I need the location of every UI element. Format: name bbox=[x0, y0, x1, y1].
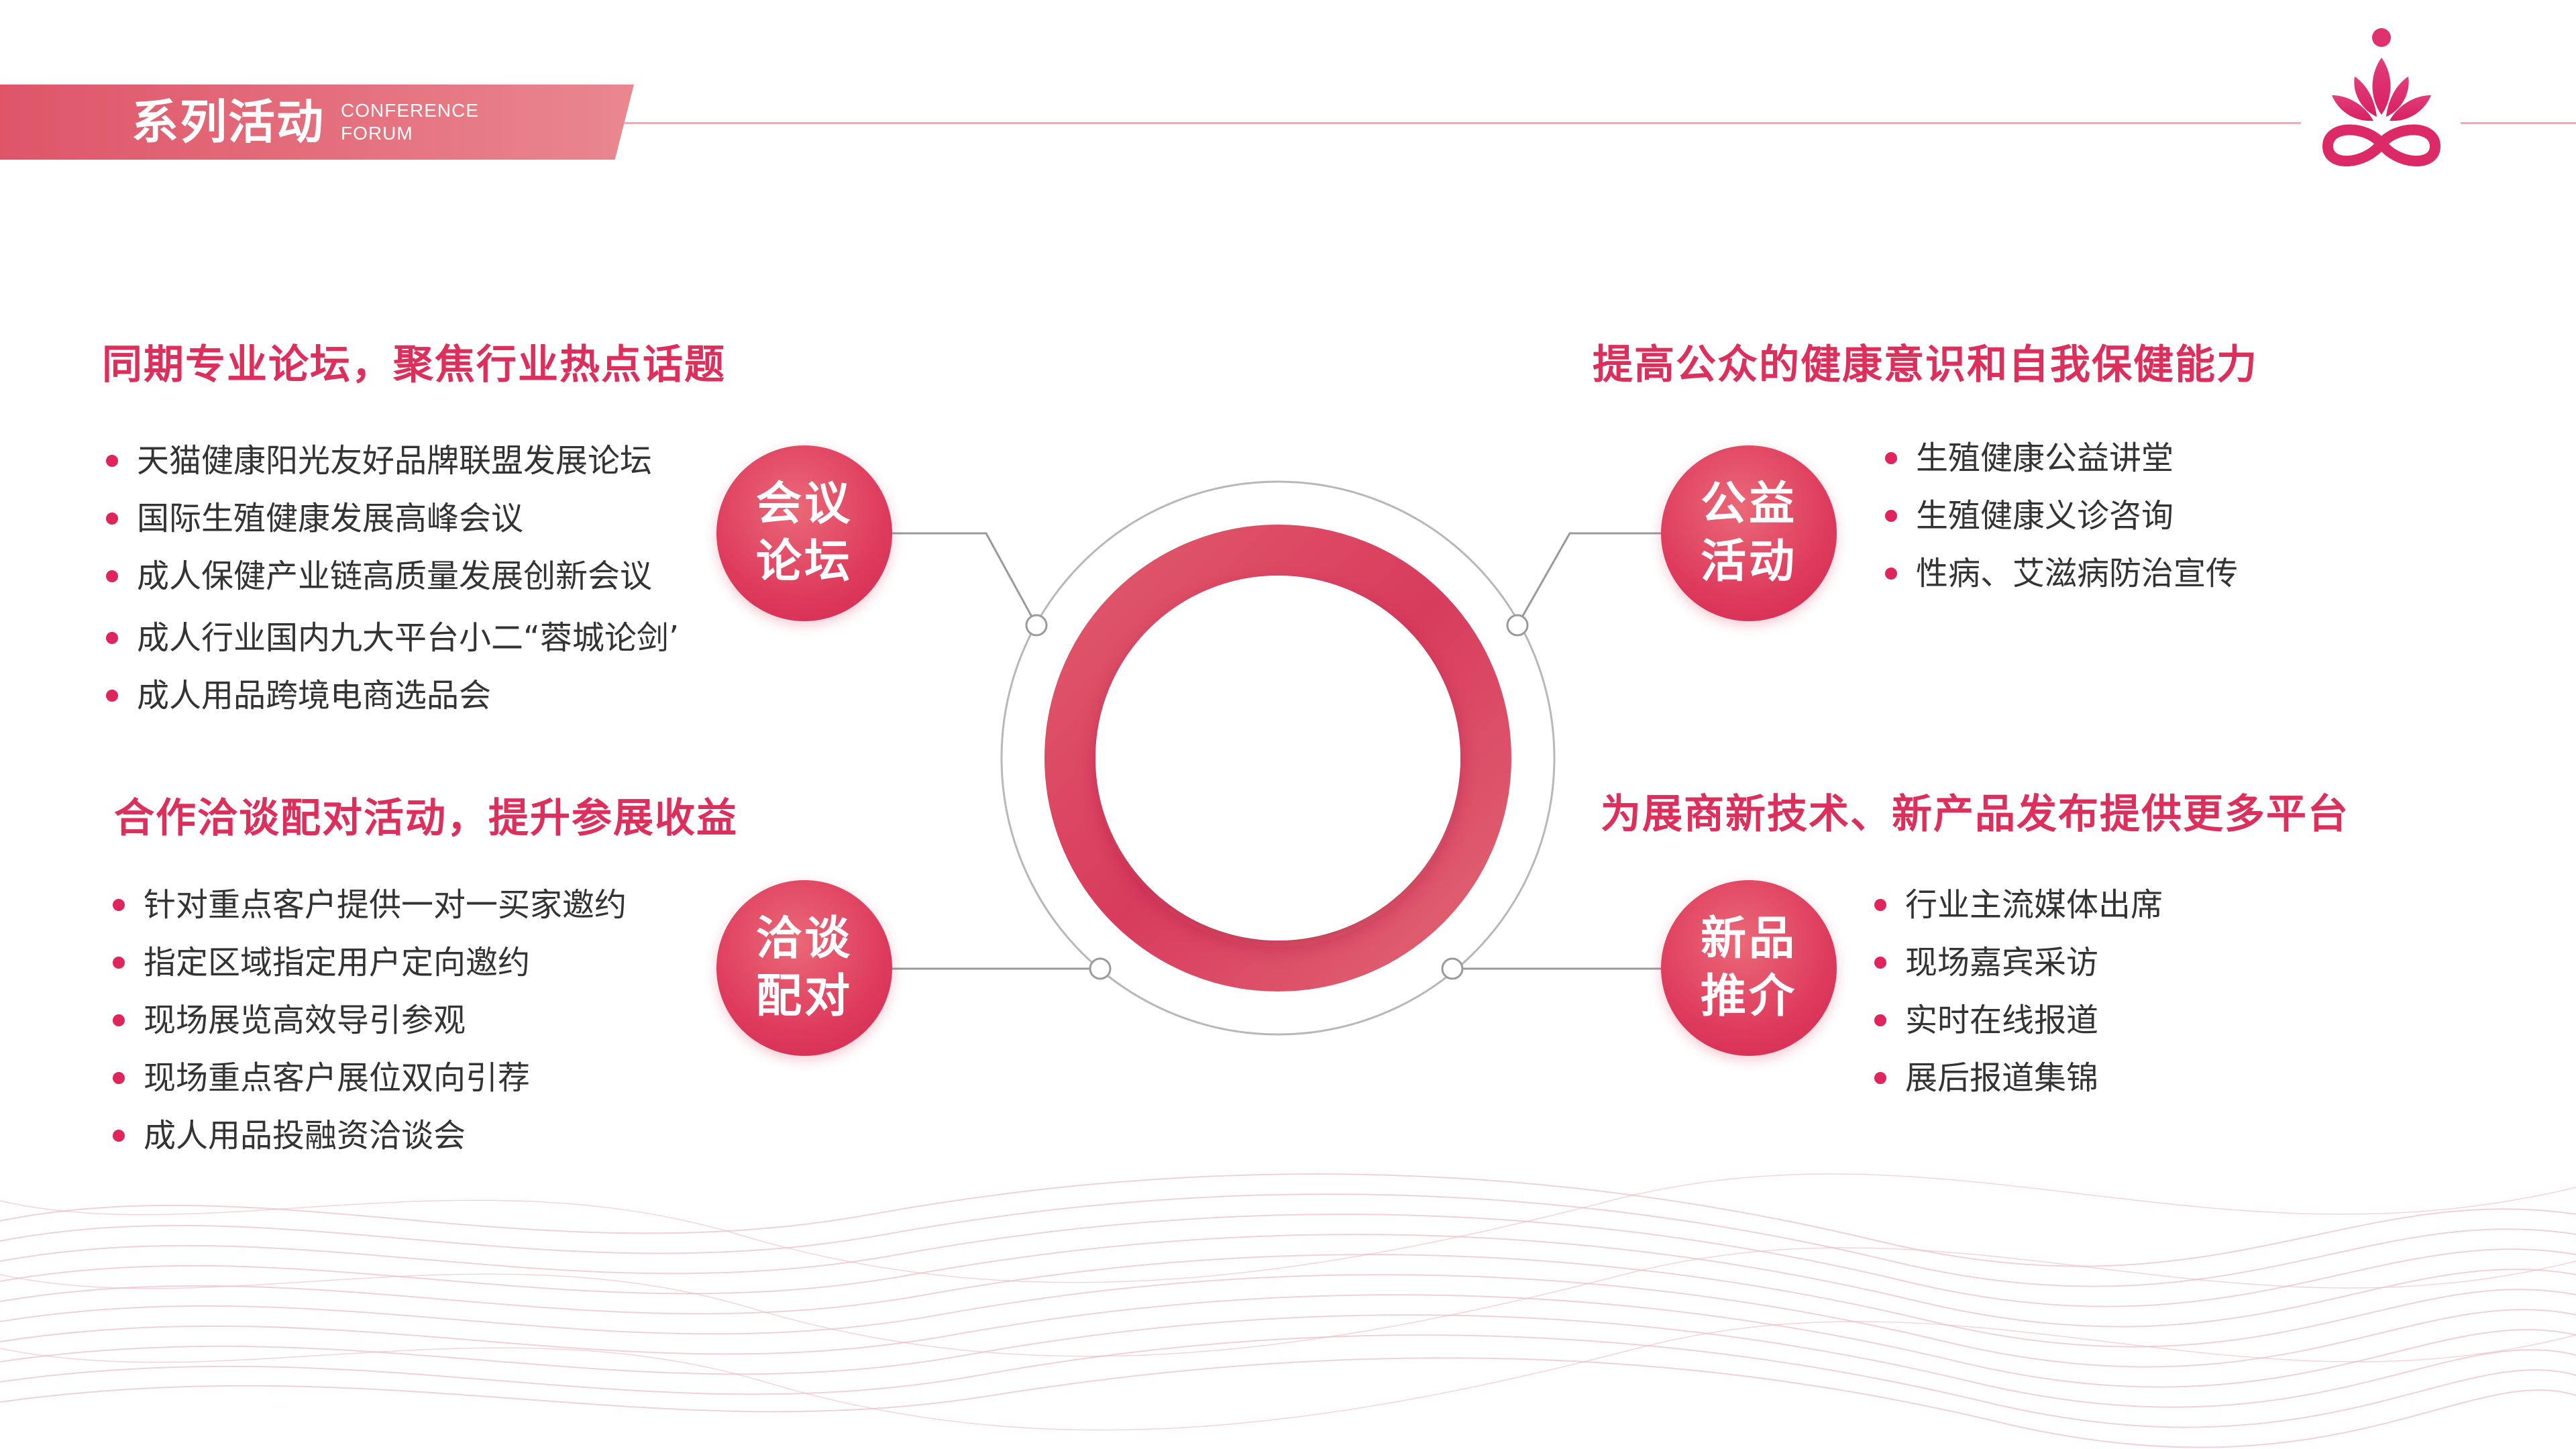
list-item-text: 成人行业国内九大平台小二“蓉城论剑’ bbox=[137, 619, 680, 657]
outer-ring bbox=[1000, 480, 1556, 1036]
list-item-text: 指定区域指定用户定向邀约 bbox=[144, 944, 531, 981]
list-item: 天猫健康阳光友好品牌联盟发展论坛 bbox=[106, 432, 679, 490]
bullet-dot bbox=[106, 513, 118, 525]
bullet-dot bbox=[1885, 568, 1897, 580]
subtitle-line-2: FORUM bbox=[341, 123, 413, 144]
bullet-dot bbox=[1874, 1072, 1886, 1084]
header-divider-right bbox=[2461, 122, 2576, 124]
list-item: 现场嘉宾采访 bbox=[1874, 934, 2163, 991]
bullet-dot bbox=[1874, 957, 1886, 969]
list-item-text: 现场展览高效导引参观 bbox=[144, 1002, 466, 1039]
list-item-text: 生殖健康公益讲堂 bbox=[1916, 439, 2174, 477]
badge-charity: 公益 活动 bbox=[1661, 445, 1837, 621]
badge-text-line1: 会议 bbox=[755, 478, 853, 531]
charity-heading: 提高公众的健康意识和自我保健能力 bbox=[1593, 341, 2258, 388]
decorative-waves bbox=[0, 1173, 2576, 1448]
subtitle-line-1: CONFERENCE bbox=[341, 100, 480, 121]
page-subtitle: CONFERENCE FORUM bbox=[341, 99, 479, 145]
list-item: 成人用品投融资洽谈会 bbox=[113, 1107, 627, 1165]
bullet-dot bbox=[113, 1072, 125, 1084]
node-dot-forum bbox=[1025, 614, 1048, 637]
badge-negotiation: 洽谈 配对 bbox=[716, 880, 892, 1056]
charity-list: 生殖健康公益讲堂 生殖健康义诊咨询 性病、艾滋病防治宣传 bbox=[1885, 429, 2238, 602]
list-item: 成人用品跨境电商选品会 bbox=[106, 667, 679, 724]
negotiation-heading: 合作洽谈配对活动，提升参展收益 bbox=[114, 795, 738, 842]
header-divider bbox=[624, 122, 2301, 124]
connector-charity bbox=[1516, 532, 1664, 626]
page-title: 系列活动 bbox=[131, 95, 325, 150]
bullet-dot bbox=[113, 1130, 125, 1142]
bullet-dot bbox=[113, 1014, 125, 1026]
bullet-dot bbox=[106, 690, 118, 702]
list-item-text: 现场嘉宾采访 bbox=[1905, 944, 2099, 981]
negotiation-list: 针对重点客户提供一对一买家邀约 指定区域指定用户定向邀约 现场展览高效导引参观 … bbox=[113, 876, 627, 1165]
badge-text-line2: 论坛 bbox=[755, 535, 853, 588]
bullet-dot bbox=[1874, 899, 1886, 911]
badge-launch: 新品 推介 bbox=[1661, 880, 1837, 1056]
node-dot-negotiation bbox=[1089, 957, 1112, 980]
list-item: 展后报道集锦 bbox=[1874, 1049, 2163, 1107]
bullet-dot bbox=[113, 957, 125, 969]
bullet-dot bbox=[106, 632, 118, 644]
badge-text-line2: 推介 bbox=[1700, 970, 1797, 1023]
bullet-dot bbox=[1874, 1014, 1886, 1026]
bullet-dot bbox=[106, 455, 118, 467]
list-item-text: 成人用品跨境电商选品会 bbox=[137, 677, 492, 714]
list-item: 生殖健康公益讲堂 bbox=[1885, 429, 2238, 487]
lotus-infinity-logo bbox=[2322, 28, 2441, 166]
bullet-dot bbox=[106, 570, 118, 582]
list-item-text: 针对重点客户提供一对一买家邀约 bbox=[144, 886, 627, 924]
list-item-text: 成人保健产业链高质量发展创新会议 bbox=[137, 557, 653, 595]
node-dot-launch bbox=[1441, 957, 1464, 980]
list-item-text: 实时在线报道 bbox=[1905, 1002, 2099, 1039]
badge-forum: 会议 论坛 bbox=[716, 445, 892, 621]
bullet-dot bbox=[1885, 510, 1897, 522]
forum-list: 天猫健康阳光友好品牌联盟发展论坛 国际生殖健康发展高峰会议 成人保健产业链高质量… bbox=[106, 432, 679, 720]
bullet-dot bbox=[113, 899, 125, 911]
list-item: 现场展览高效导引参观 bbox=[113, 991, 627, 1049]
list-item: 实时在线报道 bbox=[1874, 991, 2163, 1049]
list-item: 成人行业国内九大平台小二“蓉城论剑’ bbox=[106, 609, 679, 667]
central-ring-hole bbox=[1095, 576, 1460, 941]
list-item-text: 展后报道集锦 bbox=[1905, 1059, 2099, 1097]
list-item: 针对重点客户提供一对一买家邀约 bbox=[113, 876, 627, 934]
forum-heading: 同期专业论坛，聚焦行业热点话题 bbox=[102, 341, 726, 388]
bullet-dot bbox=[1885, 452, 1897, 464]
list-item-text: 生殖健康义诊咨询 bbox=[1916, 497, 2174, 535]
badge-text-line1: 新品 bbox=[1700, 912, 1797, 965]
list-item: 成人保健产业链高质量发展创新会议 bbox=[106, 547, 679, 605]
list-item: 生殖健康义诊咨询 bbox=[1885, 487, 2238, 545]
launch-heading: 为展商新技术、新产品发布提供更多平台 bbox=[1601, 791, 2349, 838]
list-item-text: 性病、艾滋病防治宣传 bbox=[1916, 555, 2239, 592]
node-dot-charity bbox=[1506, 614, 1529, 637]
list-item: 指定区域指定用户定向邀约 bbox=[113, 934, 627, 991]
list-item: 国际生殖健康发展高峰会议 bbox=[106, 490, 679, 547]
connector-forum bbox=[892, 532, 1038, 626]
list-item-text: 行业主流媒体出席 bbox=[1905, 886, 2163, 924]
list-item-text: 现场重点客户展位双向引荐 bbox=[144, 1059, 531, 1097]
list-item-text: 国际生殖健康发展高峰会议 bbox=[137, 500, 524, 537]
list-item-text: 天猫健康阳光友好品牌联盟发展论坛 bbox=[137, 442, 653, 480]
central-ring bbox=[1044, 525, 1511, 991]
badge-text-line2: 活动 bbox=[1700, 535, 1797, 588]
launch-list: 行业主流媒体出席 现场嘉宾采访 实时在线报道 展后报道集锦 bbox=[1874, 876, 2163, 1107]
badge-text-line2: 配对 bbox=[755, 970, 853, 1023]
list-item: 行业主流媒体出席 bbox=[1874, 876, 2163, 934]
list-item: 性病、艾滋病防治宣传 bbox=[1885, 545, 2238, 602]
badge-text-line1: 洽谈 bbox=[755, 912, 853, 965]
list-item: 现场重点客户展位双向引荐 bbox=[113, 1049, 627, 1107]
list-item-text: 成人用品投融资洽谈会 bbox=[144, 1117, 466, 1155]
header-band bbox=[0, 85, 634, 160]
badge-text-line1: 公益 bbox=[1700, 478, 1797, 531]
